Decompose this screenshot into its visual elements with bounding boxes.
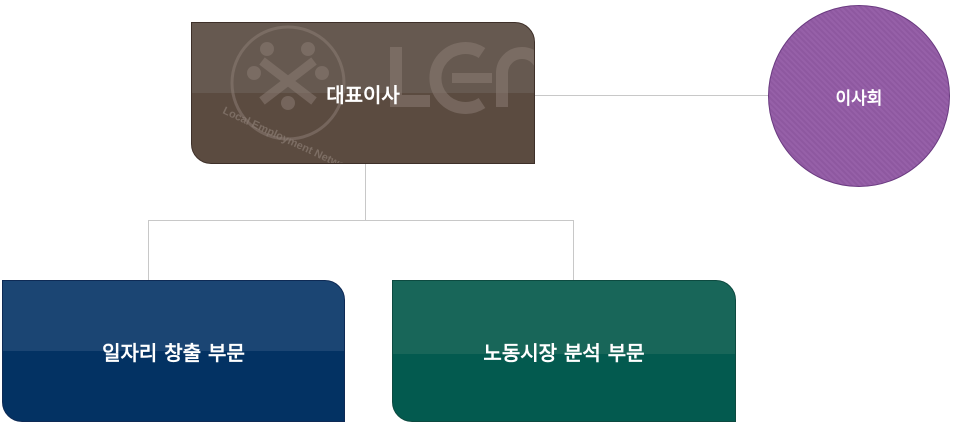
connector-ceo-down: [365, 164, 366, 220]
ceo-node: Local Employment Network 대표이사: [191, 22, 535, 164]
connector-right-down: [573, 220, 574, 280]
connector-ceo-board: [535, 95, 769, 96]
len-logo-watermark: Local Employment Network: [221, 25, 534, 164]
job-creation-label: 일자리 창출 부문: [102, 340, 245, 365]
labor-market-node: 노동시장 분석 부문: [392, 280, 736, 422]
connector-left-down: [148, 220, 149, 280]
board-label: 이사회: [835, 88, 883, 109]
board-node: 이사회: [768, 5, 950, 187]
job-creation-node: 일자리 창출 부문: [2, 280, 345, 422]
labor-market-label: 노동시장 분석 부문: [483, 340, 645, 365]
connector-horizontal: [148, 220, 574, 221]
svg-text:Local Employment Network: Local Employment Network: [221, 105, 358, 164]
ceo-label: 대표이사: [326, 82, 400, 107]
